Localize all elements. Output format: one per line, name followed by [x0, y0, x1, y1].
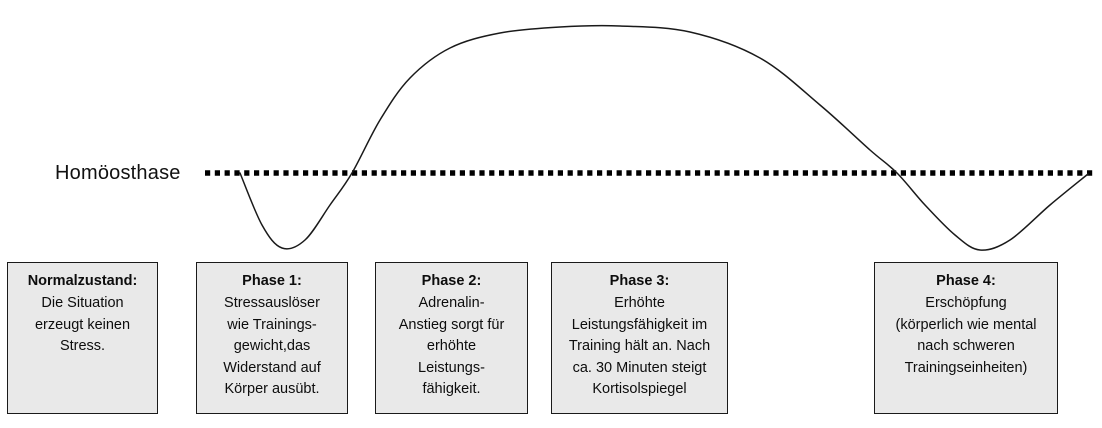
phase-box-body: Die Situation erzeugt keinen Stress. — [34, 295, 131, 354]
phase-box: Normalzustand: Die Situation erzeugt kei… — [7, 262, 158, 414]
phase-box: Phase 3: Erhöhte Leistungsfähigkeit im T… — [551, 262, 728, 414]
phase-box-body: Erhöhte Leistungsfähigkeit im Training h… — [568, 295, 711, 397]
phase-box-body: Adrenalin- Anstieg sorgt für erhöhte Lei… — [398, 295, 505, 397]
stress-response-curve — [239, 24, 1089, 251]
phase-box-title: Phase 4: — [936, 273, 996, 289]
phase-box: Phase 1: Stressauslöser wie Trainings- g… — [196, 262, 348, 414]
phase-box-body: Erschöpfung (körperlich wie mental nach … — [895, 295, 1037, 376]
phase-box-title: Phase 1: — [242, 273, 302, 289]
phase-box-title: Phase 2: — [421, 273, 482, 289]
phase-box-title: Phase 3: — [609, 273, 670, 289]
phase-box-title: Normalzustand: — [27, 273, 138, 289]
phase-box: Phase 4: Erschöpfung (körperlich wie men… — [874, 262, 1058, 414]
baseline-label: Homöosthase — [55, 162, 181, 184]
phase-box: Phase 2: Adrenalin- Anstieg sorgt für er… — [375, 262, 528, 414]
phase-box-body: Stressauslöser wie Trainings- gewicht,da… — [223, 295, 321, 397]
